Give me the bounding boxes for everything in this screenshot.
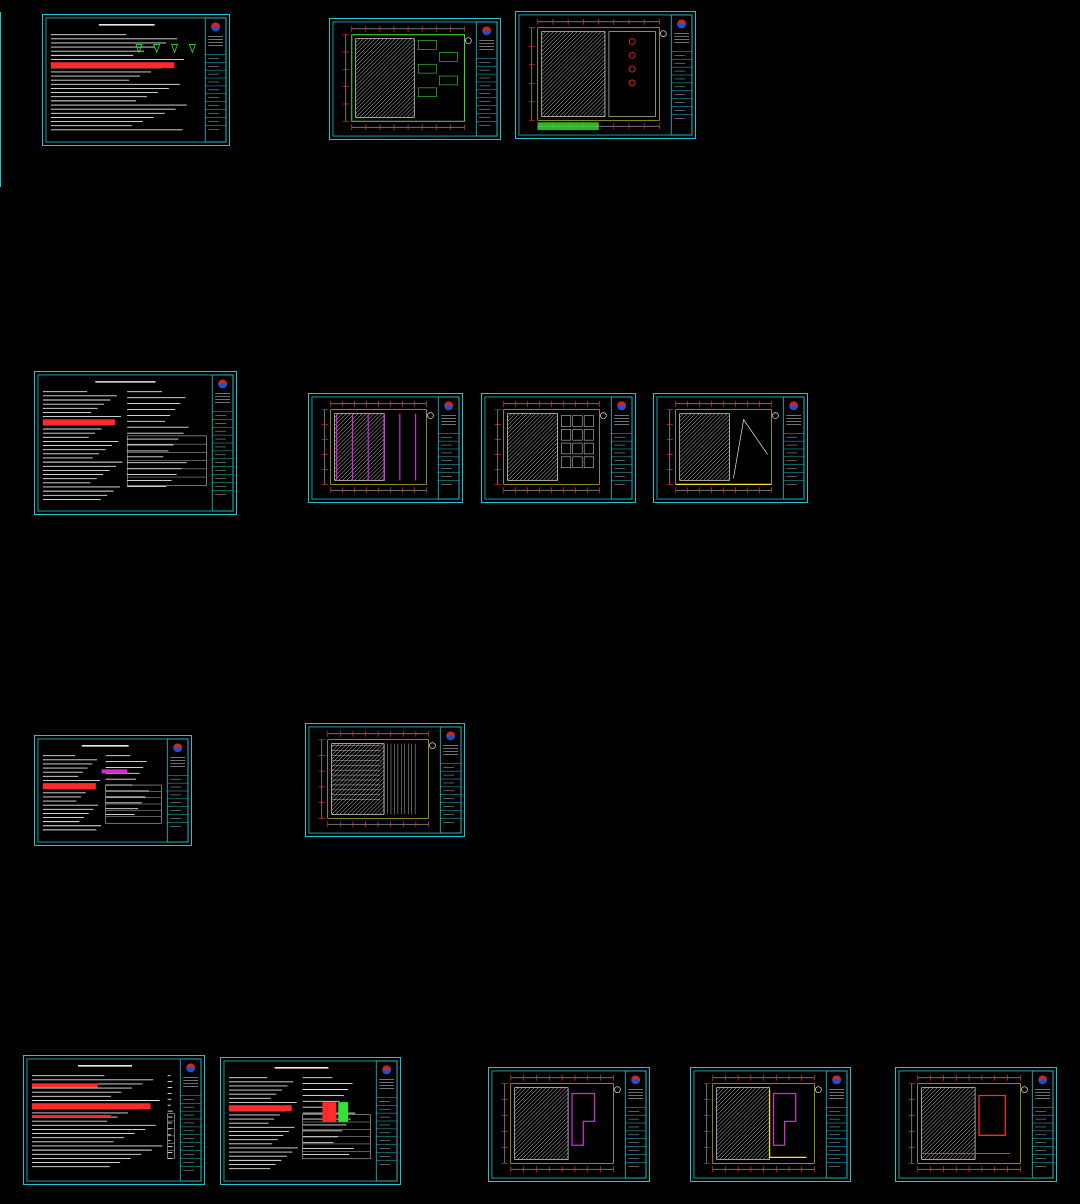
north-arrow-icon (1021, 1086, 1028, 1093)
text-lines (228, 1077, 298, 1170)
title-block (610, 396, 633, 500)
sheet-drawing (491, 1070, 647, 1179)
sheet-drawing (311, 396, 460, 500)
drawing-sheet-8[interactable] (34, 735, 192, 846)
drawing-sheet-11[interactable] (220, 1057, 401, 1185)
hatch-area (541, 31, 605, 117)
hatch-area (716, 1087, 770, 1160)
dimension-lines (342, 25, 465, 131)
schedule-table (167, 1113, 175, 1159)
sheet-drawing (656, 396, 805, 500)
room-layout (675, 418, 772, 485)
title-block (825, 1070, 848, 1179)
dimension-lines (494, 400, 600, 494)
sheet-drawing (898, 1070, 1054, 1179)
highlight-notes (50, 62, 175, 69)
sheet-drawing (484, 396, 633, 500)
north-arrow-icon (427, 412, 434, 419)
room-layout (331, 743, 416, 815)
north-arrow-icon (815, 1086, 822, 1093)
highlight-notes (228, 1105, 292, 1112)
title-block (204, 17, 227, 143)
room-layout (561, 415, 594, 468)
title-block (179, 1058, 202, 1182)
sheet-drawing (26, 1058, 202, 1182)
sheet-drawing (45, 17, 227, 143)
drawing-sheet-7[interactable] (653, 393, 808, 503)
hatch-area (507, 413, 558, 481)
drawing-sheet-1[interactable] (42, 14, 230, 146)
text-lines (31, 1075, 163, 1168)
sheet-drawing (308, 726, 462, 834)
legend-strip (537, 122, 599, 131)
sheet-drawing (518, 14, 693, 136)
hatch-area (679, 413, 730, 481)
sheet-drawing (223, 1060, 398, 1182)
model-space-edge (0, 12, 4, 187)
sheet-drawing (693, 1070, 848, 1179)
hatch-area (334, 413, 385, 481)
north-arrow-icon (614, 1086, 621, 1093)
text-lines (50, 34, 187, 131)
title-block (1031, 1070, 1054, 1179)
drawing-sheet-9[interactable] (305, 723, 465, 837)
room-layout (921, 1094, 1011, 1154)
text-lines (42, 391, 123, 500)
hatch-area (355, 38, 415, 118)
sheet-drawing (37, 738, 189, 843)
dimension-lines (666, 400, 772, 494)
dimension-lines (908, 1074, 1021, 1173)
room-layout (571, 1092, 596, 1146)
north-arrow-icon (600, 412, 607, 419)
title-block (211, 374, 234, 512)
room-layout (537, 31, 656, 131)
text-lines (105, 755, 149, 816)
drawing-sheet-2[interactable] (329, 18, 501, 140)
drawing-sheet-5[interactable] (308, 393, 463, 503)
room-layout (336, 413, 417, 481)
text-lines (127, 391, 189, 487)
sheet-drawing (332, 21, 498, 137)
title-block (624, 1070, 647, 1179)
drawing-sheet-6[interactable] (481, 393, 636, 503)
title-block (782, 396, 805, 500)
north-arrow-icon (772, 412, 779, 419)
dimension-lines (318, 730, 429, 828)
dimension-lines (703, 1074, 815, 1173)
hatch-area (331, 743, 385, 815)
fixture-symbols (135, 44, 196, 54)
highlight-notes (31, 1083, 151, 1119)
room-layout (768, 1089, 807, 1159)
title-block (439, 726, 462, 834)
drawing-sheet-12[interactable] (488, 1067, 650, 1182)
drawing-sheet-3[interactable] (515, 11, 696, 139)
schedule-table (101, 769, 162, 824)
north-arrow-icon (429, 742, 436, 749)
north-arrow-icon (660, 30, 667, 37)
highlight-notes (42, 419, 116, 426)
sheet-drawing (37, 374, 234, 512)
hatch-area (921, 1087, 976, 1160)
highlight-notes (42, 783, 96, 790)
schedule-table (302, 1102, 371, 1160)
dimension-lines (501, 1074, 614, 1173)
title-block (375, 1060, 398, 1182)
text-lines (167, 1075, 173, 1159)
room-layout (351, 34, 465, 122)
drawing-sheet-14[interactable] (895, 1067, 1057, 1182)
title-block (437, 396, 460, 500)
schedule-table (126, 435, 207, 486)
title-block (670, 14, 693, 136)
dimension-lines (321, 400, 427, 494)
title-block (475, 21, 498, 137)
drawing-sheet-13[interactable] (690, 1067, 851, 1182)
north-arrow-icon (465, 37, 472, 44)
drawing-sheet-4[interactable] (34, 371, 237, 515)
text-lines (42, 755, 102, 831)
title-block (166, 738, 189, 843)
hatch-area (514, 1087, 569, 1160)
drawing-sheet-10[interactable] (23, 1055, 205, 1185)
